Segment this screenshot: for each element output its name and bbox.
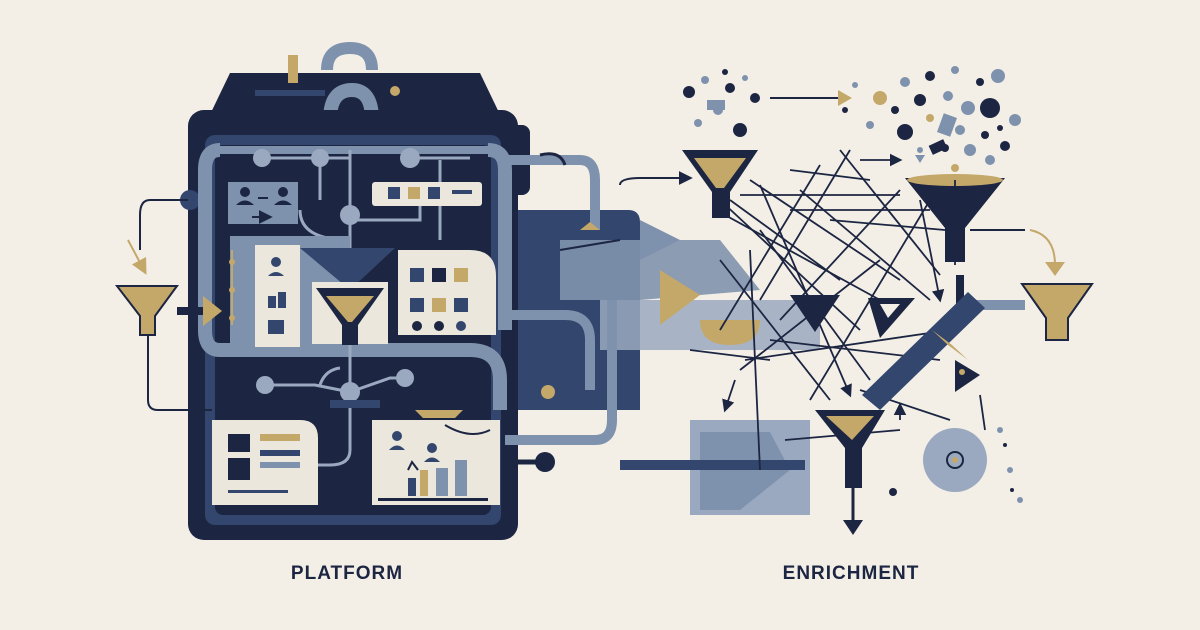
connector-band xyxy=(500,210,820,410)
funnel-icon xyxy=(682,150,758,218)
platform-machine xyxy=(180,41,617,540)
left-input-funnel-icon xyxy=(114,199,222,411)
node-disc-icon xyxy=(923,428,987,492)
user-pair-card xyxy=(228,182,298,224)
top-gold-bar xyxy=(288,55,298,83)
particle-cloud xyxy=(683,66,1021,172)
bottom-left-card xyxy=(212,420,318,505)
bottom-right-card xyxy=(372,410,500,505)
right-doc-card xyxy=(398,250,496,335)
platform-label: PLATFORM xyxy=(290,563,404,584)
central-funnel-icon xyxy=(312,282,388,345)
enrichment-section xyxy=(619,66,1094,535)
enrichment-label: ENRICHMENT xyxy=(782,563,920,584)
bottom-funnel-icon xyxy=(815,410,885,535)
right-funnel-icon xyxy=(969,229,1094,341)
